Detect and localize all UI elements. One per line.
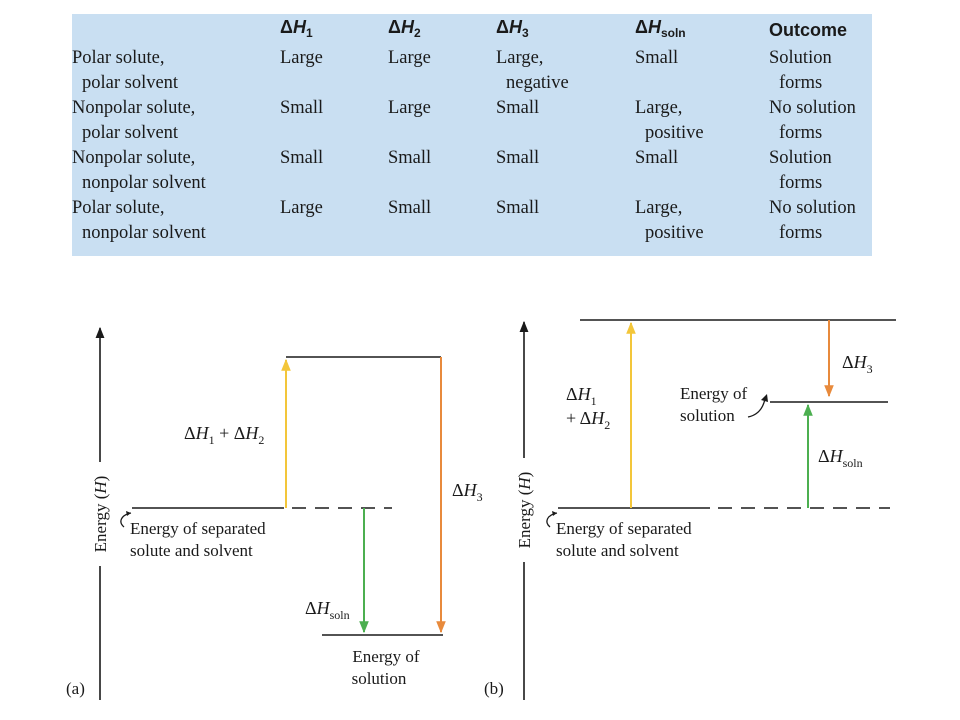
table-cell-dh1: Large	[280, 196, 388, 246]
table-cell-line: nonpolar solvent	[82, 223, 206, 243]
table-cell-line: No solution	[769, 198, 856, 218]
table-cell-line: No solution	[769, 98, 856, 118]
diagram-a-dhsoln-label: ΔHsoln	[305, 598, 350, 622]
diagram-a-panel-label: (a)	[66, 679, 85, 698]
table-cell-label: Nonpolar solute, nonpolar solvent	[72, 146, 280, 196]
table-cell-line: Polar solute,	[72, 198, 165, 218]
table-cell-dh2: Large	[388, 96, 496, 146]
diagram-a-dh3-label: ΔH3	[452, 480, 483, 504]
table-cell-line: Large	[280, 48, 323, 68]
table-cell-dh1: Small	[280, 146, 388, 196]
table-cell-line: Large	[388, 98, 431, 118]
table-cell-line: Small	[496, 98, 540, 118]
header-dh1: ΔH1	[280, 16, 313, 40]
table-cell-dh3: Small	[496, 96, 635, 146]
table-cell-outcome: No solution forms	[769, 196, 872, 246]
table-cell-line: Small	[388, 148, 432, 168]
diagram-b-separated-label-line2: solute and solvent	[556, 541, 679, 560]
table-cell-line: Large	[388, 48, 431, 68]
table-cell-label: Polar solute, nonpolar solvent	[72, 196, 280, 246]
header-outcome: Outcome	[769, 19, 848, 40]
diagram-b-separated-label-line1: Energy of separated	[556, 519, 692, 538]
table-cell-line: Large,	[635, 198, 683, 218]
header-dh2: ΔH2	[388, 16, 421, 40]
table-cell-line: Nonpolar solute,	[72, 148, 196, 168]
table-cell-line: Large	[280, 198, 323, 218]
table-cell-dh3: Small	[496, 196, 635, 246]
table-header-row: ΔH1 ΔH2 ΔH3 ΔHsoln Outcome	[72, 14, 872, 46]
diagram-b-solution-pointer-icon	[747, 398, 766, 418]
table-cell-line: Small	[280, 148, 324, 168]
table-cell-line: polar solvent	[82, 73, 179, 93]
table-cell-line: Large,	[496, 48, 544, 68]
diagram-b-dh12-label-line1: ΔH1	[566, 384, 597, 408]
diagram-b-dhsoln-label: ΔHsoln	[818, 446, 863, 470]
table-cell-dh1: Small	[280, 96, 388, 146]
table-cell-line: Small	[635, 148, 679, 168]
diagram-a-solution-label-line2: solution	[352, 669, 407, 688]
table-cell-line: negative	[506, 73, 569, 93]
table-cell-dh2: Small	[388, 196, 496, 246]
table-cell-line: forms	[779, 223, 823, 243]
table-row: Nonpolar solute, nonpolar solvent Small Sma…	[72, 146, 872, 196]
table-row: Polar solute, polar solvent Large Large Larg…	[72, 46, 872, 96]
diagram-b-solution-label-line2: solution	[680, 406, 735, 425]
table-cell-line: Small	[496, 148, 540, 168]
table-cell-dh3: Small	[496, 146, 635, 196]
table-cell-line: Large,	[635, 98, 683, 118]
diagram-a-solution-label-line1: Energy of	[352, 647, 420, 666]
table-cell-dhsoln: Large, positive	[635, 96, 769, 146]
table-cell-line: forms	[779, 123, 823, 143]
table-cell-outcome: Solution forms	[769, 146, 872, 196]
table-cell-outcome: No solution forms	[769, 96, 872, 146]
table-cell-dh2: Small	[388, 146, 496, 196]
table-cell-line: Solution	[769, 148, 832, 168]
table-cell-line: positive	[645, 123, 704, 143]
table-cell-line: positive	[645, 223, 704, 243]
diagram-b-panel-label: (b)	[484, 679, 504, 698]
diagram-b-solution-label-line1: Energy of	[680, 384, 748, 403]
diagram-b-axis-label: Energy (H)	[515, 472, 534, 549]
diagram-a-dh12-label: ΔH1 + ΔH2	[184, 423, 264, 447]
diagram-a-axis-label: Energy (H)	[91, 476, 110, 553]
table-cell-line: forms	[779, 73, 823, 93]
table-cell-line: Small	[496, 198, 540, 218]
table-cell-dhsoln: Large, positive	[635, 196, 769, 246]
diagram-a-separated-label-line1: Energy of separated	[130, 519, 266, 538]
table-cell-line: Small	[635, 48, 679, 68]
table-cell-label: Nonpolar solute, polar solvent	[72, 96, 280, 146]
table-cell-line: nonpolar solvent	[82, 173, 206, 193]
diagram-b-dh3-label: ΔH3	[842, 352, 873, 376]
header-dh3: ΔH3	[496, 16, 529, 40]
table-cell-line: Nonpolar solute,	[72, 98, 196, 118]
enthalpy-table: ΔH1 ΔH2 ΔH3 ΔHsoln Outcome Polar solute,…	[72, 14, 872, 246]
table-cell-line: Small	[388, 198, 432, 218]
enthalpy-table-panel: ΔH1 ΔH2 ΔH3 ΔHsoln Outcome Polar solute,…	[72, 14, 872, 256]
table-cell-outcome: Solution forms	[769, 46, 872, 96]
table-cell-line: forms	[779, 173, 823, 193]
table-cell-line: Polar solute,	[72, 48, 165, 68]
table-cell-dh1: Large	[280, 46, 388, 96]
diagram-a-separated-label-line2: solute and solvent	[130, 541, 253, 560]
table-cell-label: Polar solute, polar solvent	[72, 46, 280, 96]
diagram-b: Energy (H) ΔH1 + ΔH2 ΔH3 ΔHsoln Energy o…	[484, 319, 896, 700]
table-cell-line: Small	[280, 98, 324, 118]
table-row: Nonpolar solute, polar solvent Small Large S…	[72, 96, 872, 146]
table-cell-dhsoln: Small	[635, 46, 769, 96]
table-cell-line: Solution	[769, 48, 832, 68]
table-cell-line: polar solvent	[82, 123, 179, 143]
table-cell-dh2: Large	[388, 46, 496, 96]
header-dhsoln: ΔHsoln	[635, 16, 686, 40]
table-cell-dh3: Large, negative	[496, 46, 635, 96]
table-cell-dhsoln: Small	[635, 146, 769, 196]
diagram-b-dh12-label-line2: + ΔH2	[566, 408, 610, 432]
diagram-a: Energy (H) ΔH1 + ΔH2 ΔH3 ΔHsoln Energy o…	[66, 326, 483, 700]
table-row: Polar solute, nonpolar solvent Large Small S…	[72, 196, 872, 246]
